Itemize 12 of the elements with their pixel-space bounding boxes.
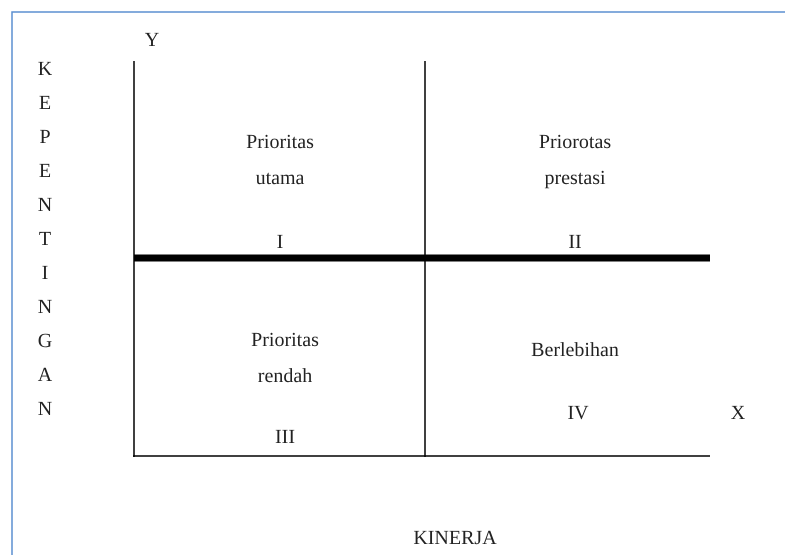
quadrant-label: Prioritas rendah: [250, 328, 320, 389]
axis-label: Y: [144, 28, 160, 53]
quadrant-number: I: [276, 230, 284, 255]
quadrant-number: IV: [567, 401, 589, 426]
quadrant-label: Priorotas prestasi: [538, 130, 612, 191]
quadrant-number: III: [275, 425, 295, 450]
quadrant-number: II: [568, 230, 582, 255]
quadrant-label: Berlebihan: [530, 338, 620, 363]
quadrant-label: Prioritas utama: [245, 130, 315, 191]
axis-label: X: [730, 401, 746, 426]
axis-title: KEPENTINGAN: [37, 57, 53, 422]
axis-title: KINERJA: [413, 526, 497, 551]
